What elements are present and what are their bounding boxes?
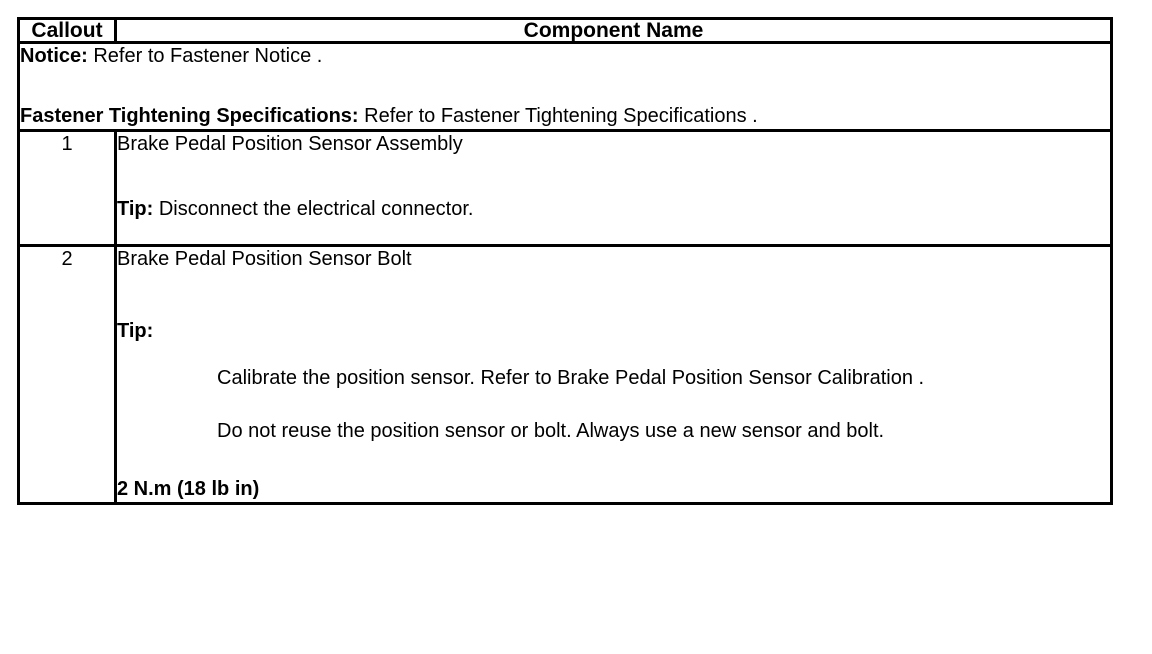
tip-item-no-reuse: Do not reuse the position sensor or bolt…: [217, 420, 885, 442]
component-description-2: Brake Pedal Position Sensor Bolt Tip: Ca…: [114, 244, 1113, 505]
fastener-tightening-statement: Fastener Tightening Specifications: Refe…: [20, 104, 1110, 129]
notice-cell: Notice: Refer to Fastener Notice . Faste…: [17, 41, 1113, 132]
tip-label-2: Tip:: [117, 320, 154, 342]
table-row: 1 Brake Pedal Position Sensor Assembly T…: [17, 129, 1113, 247]
component-title-2: Brake Pedal Position Sensor Bolt: [117, 248, 412, 270]
notice-text: Refer to Fastener Notice .: [87, 45, 323, 67]
notice-row: Notice: Refer to Fastener Notice . Faste…: [17, 41, 1113, 132]
column-header-component-name: Component Name: [114, 17, 1113, 44]
tip-item-calibration: Calibrate the position sensor. Refer to …: [217, 367, 925, 389]
tip-text-1: Disconnect the electrical connector.: [153, 198, 474, 220]
component-specification-table: Callout Component Name Notice: Refer to …: [17, 17, 1113, 505]
column-header-callout: Callout: [17, 17, 117, 44]
component-title-1: Brake Pedal Position Sensor Assembly: [117, 133, 463, 155]
callout-number-2: 2: [17, 244, 117, 505]
fastener-tightening-text: Refer to Fastener Tightening Specificati…: [358, 105, 758, 127]
tip-statement-1: Tip: Disconnect the electrical connector…: [117, 197, 1110, 222]
table-row: 2 Brake Pedal Position Sensor Bolt Tip: …: [17, 244, 1113, 505]
notice-label: Notice:: [20, 45, 88, 67]
component-description-1: Brake Pedal Position Sensor Assembly Tip…: [114, 129, 1113, 247]
notice-statement: Notice: Refer to Fastener Notice .: [20, 44, 1110, 69]
callout-number-1: 1: [17, 129, 117, 247]
torque-specification-2: 2 N.m (18 lb in): [117, 478, 260, 500]
fastener-tightening-label: Fastener Tightening Specifications:: [20, 105, 359, 127]
table-header-row: Callout Component Name: [17, 17, 1113, 44]
tip-label-1: Tip:: [117, 198, 154, 220]
